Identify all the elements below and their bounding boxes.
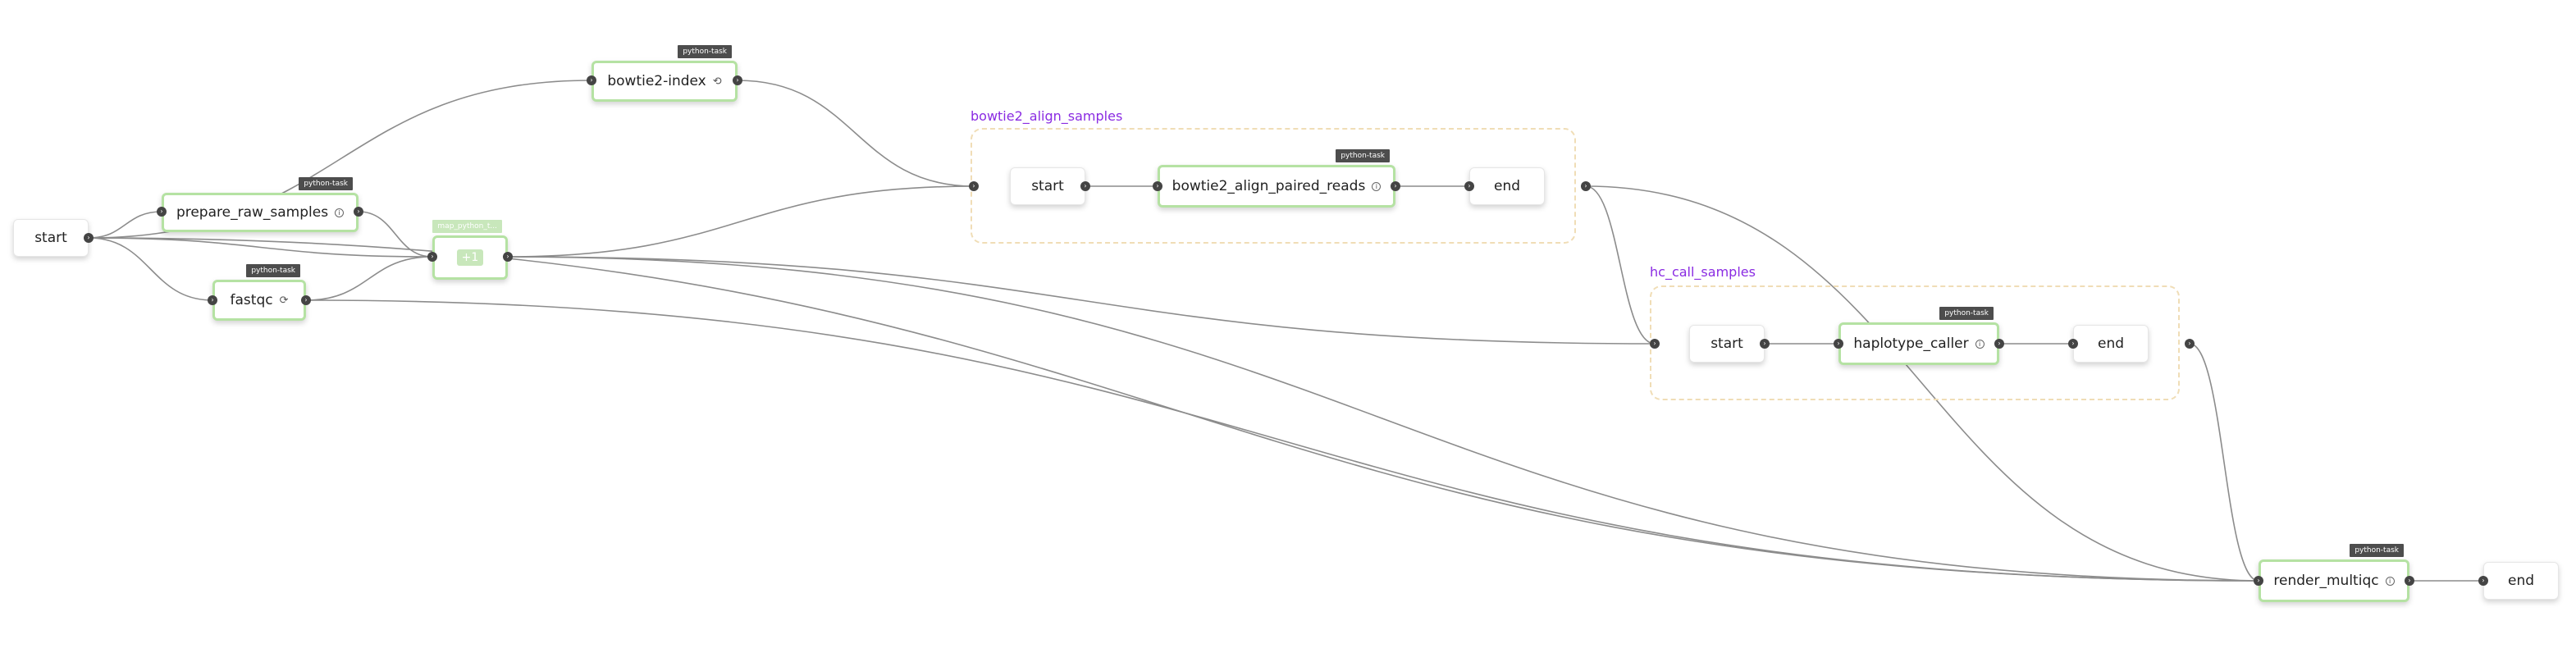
chevron-right-icon[interactable]: › [1581,181,1591,191]
node-end[interactable]: end [2483,562,2559,600]
chevron-right-icon[interactable]: › [1834,339,1843,349]
node-render-multiqc[interactable]: python-task render_multiqc i [2259,544,2409,602]
spinner-icon: ⟳ [279,294,289,307]
chevron-right-icon[interactable]: › [969,181,979,191]
chevron-right-icon[interactable]: › [2185,339,2195,349]
python-task-tag: python-task [678,45,732,58]
edge-prepare-map [358,211,433,258]
python-task-tag: python-task [246,264,300,277]
node-bowtie2-align-paired-reads[interactable]: python-task bowtie2_align_paired_reads i [1158,149,1395,208]
python-task-tag: python-task [1336,149,1390,162]
group-title-hc-call-samples: hc_call_samples [1650,264,1756,280]
info-icon[interactable]: i [2385,576,2395,586]
chevron-right-icon[interactable]: › [733,75,742,85]
chevron-right-icon[interactable]: › [2068,339,2078,349]
chevron-right-icon[interactable]: › [84,233,94,243]
edge-map-multiqc [507,256,2259,582]
node-call-start[interactable]: start [1689,325,1765,363]
node-call-end-label: end [2097,336,2125,352]
chevron-right-icon[interactable]: › [503,252,513,262]
chevron-right-icon[interactable]: › [301,295,311,305]
map-task-tag: map_python_t... [432,220,502,233]
node-call-start-label: start [1710,336,1743,352]
info-icon[interactable]: i [1975,339,1985,349]
chevron-right-icon[interactable]: › [1650,339,1660,349]
chevron-right-icon[interactable]: › [2478,576,2488,586]
node-align-end-label: end [1493,178,1521,194]
node-start[interactable]: start [13,219,89,257]
edge-call-multiqc [2189,343,2259,582]
chevron-right-icon[interactable]: › [1464,181,1474,191]
chevron-right-icon[interactable]: › [587,75,596,85]
group-title-bowtie2-align-samples: bowtie2_align_samples [971,108,1123,124]
edge-align-call [1585,185,1656,345]
python-task-tag: python-task [2350,544,2404,557]
chevron-right-icon[interactable]: › [1080,181,1090,191]
node-fastqc-label: fastqc [230,292,273,308]
info-icon[interactable]: i [335,208,345,217]
node-bowtie2-index-label: bowtie2-index [607,73,706,89]
node-end-label: end [2507,573,2535,589]
chevron-right-icon[interactable]: › [427,252,437,262]
edge-map-align [507,185,975,258]
edge-align-multiqc [1585,185,2259,582]
chevron-right-icon[interactable]: › [1994,339,2004,349]
node-render-multiqc-label: render_multiqc [2273,573,2379,589]
edge-start-prepare [88,211,162,239]
node-map-task[interactable]: map_python_t... +1 [432,220,508,280]
node-fastqc[interactable]: python-task fastqc ⟳ [212,264,306,321]
node-call-end[interactable]: end [2073,325,2149,363]
node-align-end[interactable]: end [1469,167,1545,205]
chevron-right-icon[interactable]: › [208,295,217,305]
info-icon[interactable]: i [1372,181,1382,191]
chevron-right-icon[interactable]: › [1391,181,1400,191]
node-prepare-raw-samples[interactable]: python-task prepare_raw_samples i [162,177,359,232]
edge-map-call [507,256,1656,345]
node-haplotype-caller[interactable]: python-task haplotype_caller i [1838,307,1999,365]
chevron-right-icon[interactable]: › [2405,576,2414,586]
chevron-right-icon[interactable]: › [1153,181,1162,191]
edge-start-fastqc [88,237,213,301]
node-align-start-label: start [1031,178,1064,194]
chevron-right-icon[interactable]: › [2254,576,2263,586]
python-task-tag: python-task [299,177,353,190]
node-haplotype-caller-label: haplotype_caller [1853,336,1969,352]
cache-icon: ⟲ [712,75,722,88]
node-prepare-raw-samples-label: prepare_raw_samples [176,204,329,221]
node-align-start[interactable]: start [1010,167,1085,205]
chevron-right-icon[interactable]: › [354,207,363,217]
chevron-right-icon[interactable]: › [1760,339,1770,349]
node-start-label: start [34,230,67,246]
node-bowtie2-index[interactable]: python-task bowtie2-index ⟲ [591,45,738,102]
edge-index-align [737,80,975,187]
chevron-right-icon[interactable]: › [157,207,167,217]
python-task-tag: python-task [1939,307,1994,320]
edge-fastqc-map [305,256,433,301]
edge-fastqc-multiqc [305,299,2259,582]
map-count-badge: +1 [456,249,484,266]
node-bowtie2-align-paired-reads-label: bowtie2_align_paired_reads [1172,178,1366,194]
